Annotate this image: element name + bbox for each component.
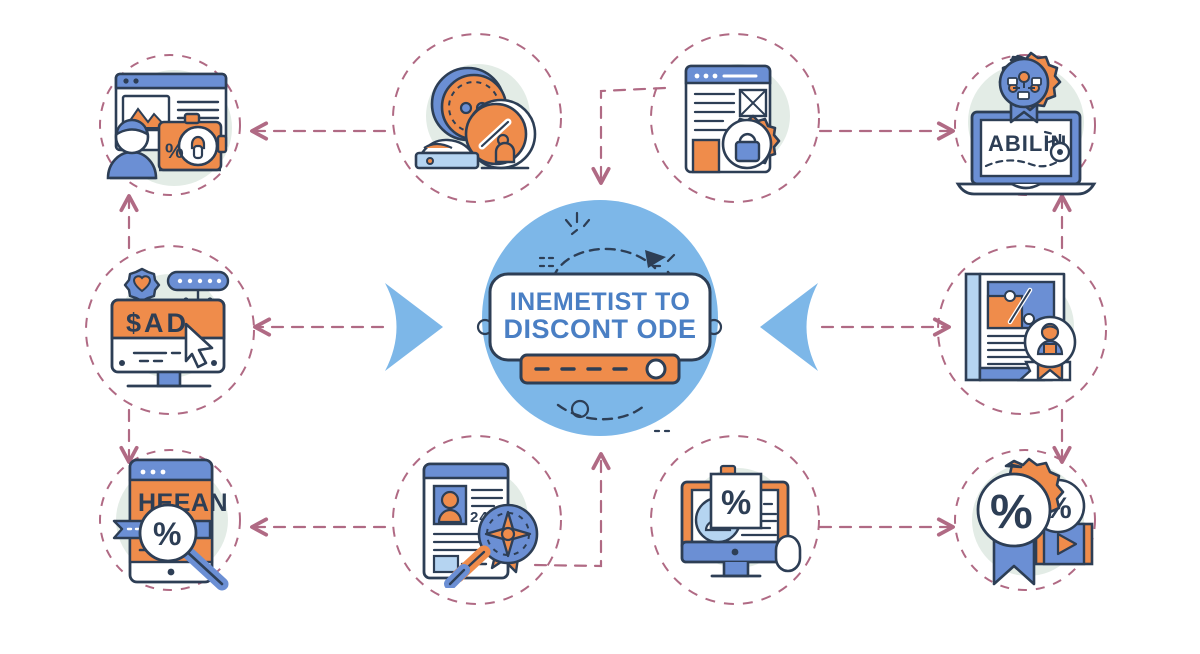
medal-icon xyxy=(477,503,539,574)
gear-lock-icon xyxy=(721,114,781,170)
percent-glyph: % xyxy=(165,140,184,163)
connector-lines xyxy=(119,86,1072,568)
orange-block xyxy=(691,138,721,174)
node-top-left[interactable]: % xyxy=(96,52,246,200)
ring-top-center-left xyxy=(392,33,562,203)
node-middle-left[interactable]: $AD xyxy=(100,262,240,398)
dot-left xyxy=(119,360,125,366)
blue-block xyxy=(432,554,460,574)
badge-person-icon xyxy=(1036,322,1064,356)
ring-middle-left xyxy=(85,245,255,415)
badge-rosette-icon xyxy=(998,51,1062,124)
node-top-center-left[interactable] xyxy=(408,52,548,188)
node-bottom-right[interactable]: % % xyxy=(952,450,1102,596)
magnifier-percent-icon xyxy=(138,503,229,591)
node-bottom-left[interactable]: HEEAN % xyxy=(100,450,250,596)
monitor-lines-icon xyxy=(132,351,182,363)
node-top-center-right[interactable] xyxy=(668,52,808,188)
hub-label-plate xyxy=(488,272,712,362)
right-pointer-triangle xyxy=(760,283,818,371)
connector-bottomcl-to-center xyxy=(533,452,611,568)
node-bottom-center-right[interactable]: % xyxy=(668,452,808,588)
cursor-arrow-icon xyxy=(184,322,214,369)
heart-badge-icon xyxy=(123,267,161,303)
hub-swoosh-arrowhead xyxy=(645,250,666,268)
hub-slider-knob[interactable] xyxy=(645,358,667,380)
node-bottom-center-left[interactable]: 243 xyxy=(408,452,548,588)
ring-top-left xyxy=(99,54,241,196)
rosette-percent-icon xyxy=(976,457,1065,548)
image-placeholder-icon xyxy=(738,88,768,118)
tray-icon xyxy=(414,138,480,170)
node-top-right[interactable]: ABILIN xyxy=(950,48,1102,198)
ring-bottom-center-right xyxy=(650,435,820,605)
ring-top-center-right xyxy=(650,33,820,203)
handle-icon xyxy=(444,545,491,588)
browser-dots-icon xyxy=(123,78,139,84)
laptop-icon xyxy=(955,110,1097,196)
percent-glyph-large: % xyxy=(990,486,1033,539)
person-icon xyxy=(106,118,158,180)
monitor-text: $AD xyxy=(126,308,189,338)
badge-ribbon-icon xyxy=(1023,315,1077,382)
connector-topcr-to-center xyxy=(591,86,667,185)
briefcase-icon xyxy=(157,112,228,172)
ring-bottom-center-left xyxy=(392,435,562,605)
mouse-icon xyxy=(774,534,802,573)
ring-middle-right xyxy=(937,245,1107,415)
left-pointer-triangle xyxy=(385,283,443,371)
node-middle-right[interactable] xyxy=(952,262,1092,398)
percent-glyph: % xyxy=(153,516,181,552)
text-lines-icon xyxy=(693,92,736,132)
percent-clipboard-icon xyxy=(709,464,763,530)
ring-bottom-right xyxy=(954,449,1096,591)
avatar-icon xyxy=(432,484,468,526)
screen-dashed-lines-icon xyxy=(984,130,1062,168)
screen-pin-icon xyxy=(1049,134,1071,163)
percent-glyph: % xyxy=(721,484,751,522)
dot-right xyxy=(211,360,217,366)
ring-bottom-left xyxy=(99,449,241,591)
